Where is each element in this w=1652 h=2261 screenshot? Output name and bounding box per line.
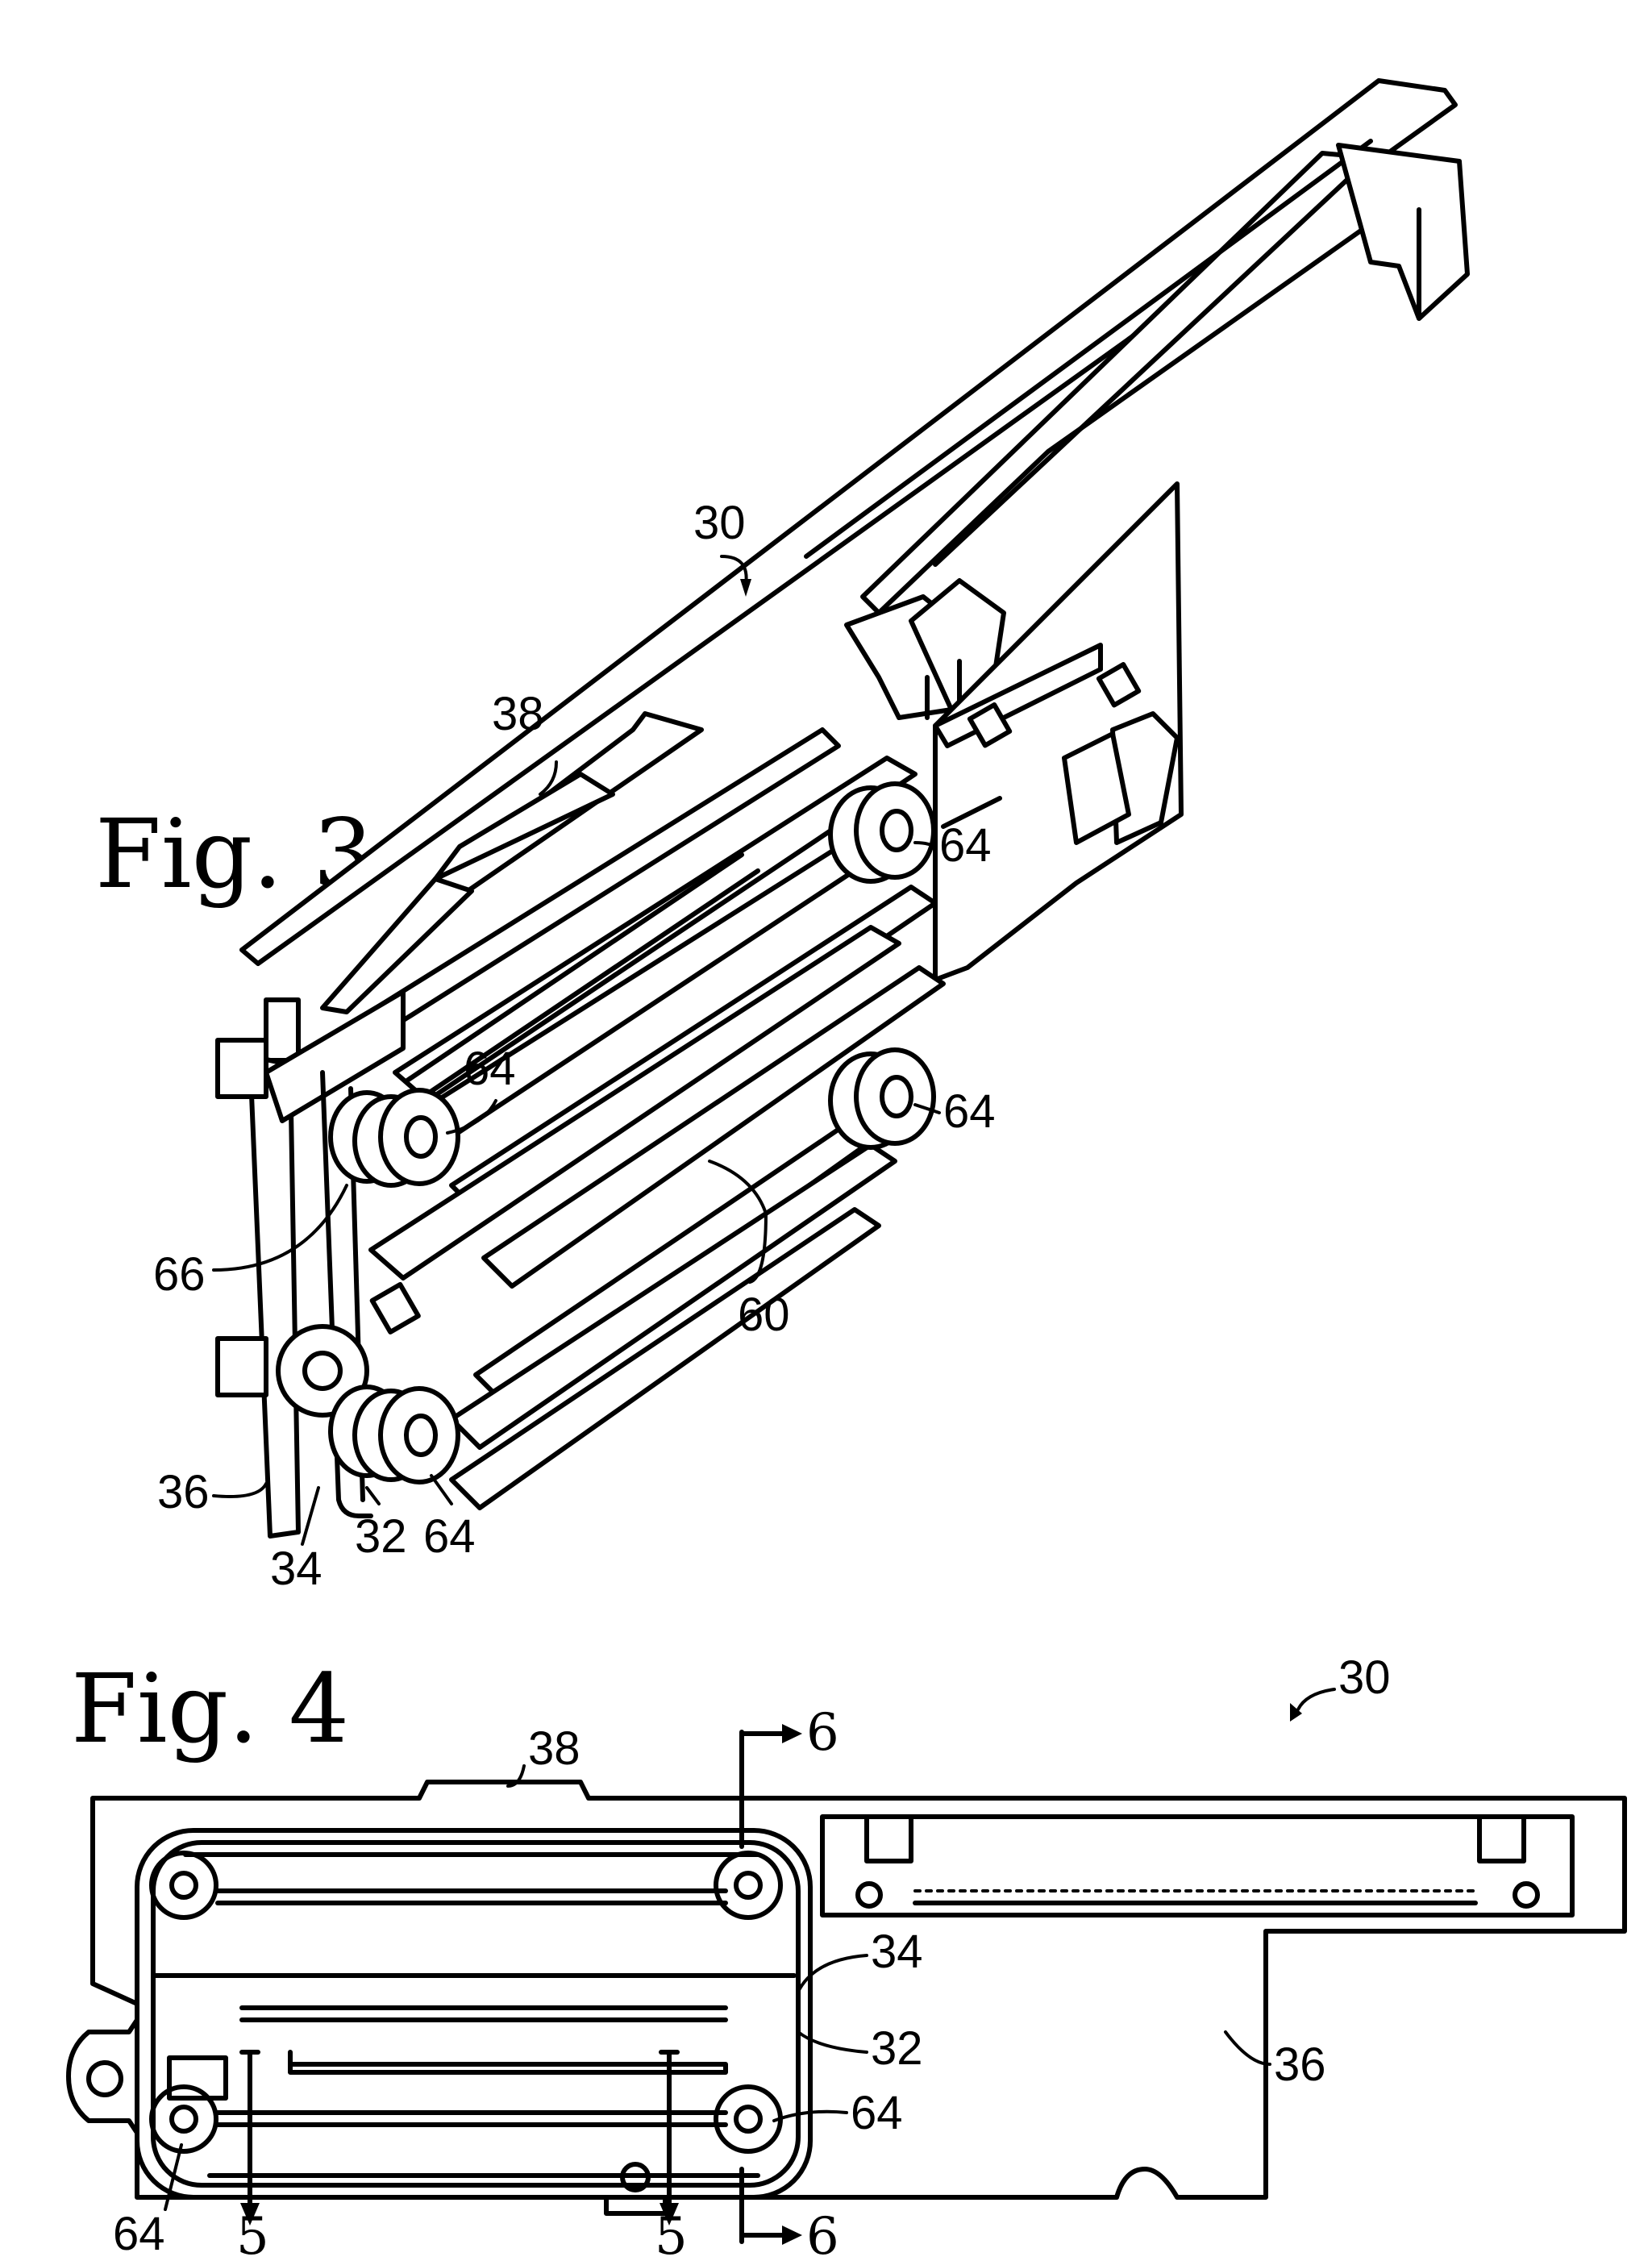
ref-36-fig3: 36	[157, 1466, 210, 1518]
ref-64-fig4-right: 64	[851, 2087, 903, 2139]
ref-60: 60	[738, 1289, 790, 1341]
ref-64-fig4-left: 64	[113, 2208, 165, 2260]
section-5-left: 5	[236, 2207, 269, 2261]
roller-top-left	[331, 1090, 458, 1185]
roller-bottom	[331, 1387, 458, 1482]
ref-64-top-left: 64	[464, 1043, 516, 1095]
fig4-title: Fig. 4	[71, 1653, 349, 1764]
ref-30-fig3: 30	[693, 497, 746, 549]
ref-36-fig4: 36	[1274, 2038, 1326, 2091]
ref-38-fig4: 38	[528, 1722, 580, 1775]
board-36	[935, 484, 1181, 980]
ref-34-fig4: 34	[871, 1926, 923, 1978]
board-outline-36	[69, 1782, 1625, 2213]
ref-32-fig3: 32	[355, 1510, 407, 1563]
ref-64-mid-right: 64	[943, 1085, 996, 1138]
section-line-6	[742, 1724, 802, 2245]
roller-top-right	[830, 784, 934, 881]
frame-34	[137, 1830, 810, 2197]
ref-30-fig4: 30	[1338, 1651, 1391, 1704]
roller-mid-right	[830, 1050, 934, 1147]
ref-32-fig4: 32	[871, 2022, 923, 2075]
ref-64-bottom: 64	[423, 1510, 476, 1563]
figure-3: Fig. 3	[95, 81, 1467, 1595]
section-6-top: 6	[806, 1703, 839, 1763]
section-5-right: 5	[655, 2207, 688, 2261]
ref-64-top-right: 64	[939, 819, 992, 872]
fig4-rollers	[152, 1853, 780, 2151]
ref-34-fig3: 34	[270, 1543, 322, 1595]
figure-4: Fig. 4	[69, 1651, 1625, 2261]
ref-66: 66	[153, 1248, 206, 1301]
card-connector	[822, 1817, 1572, 1915]
section-6-bottom: 6	[806, 2207, 839, 2261]
ref-38-fig3: 38	[492, 688, 544, 740]
